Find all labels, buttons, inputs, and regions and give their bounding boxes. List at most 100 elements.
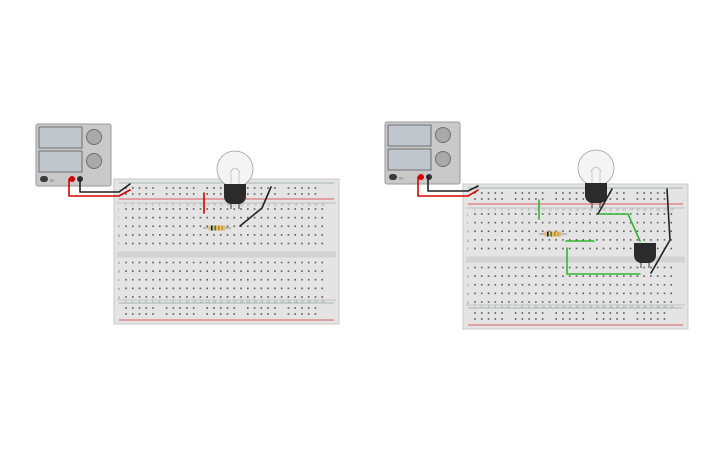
terminal-hole[interactable] [616,247,618,250]
rail-hole[interactable] [314,187,317,189]
terminal-hole[interactable] [280,287,283,290]
terminal-hole[interactable] [280,296,283,298]
terminal-hole[interactable] [480,275,483,277]
terminal-hole[interactable] [663,239,666,241]
rail-hole[interactable] [582,318,585,320]
terminal-hole[interactable] [575,239,578,241]
terminal-hole[interactable] [294,242,296,245]
terminal-hole[interactable] [508,292,510,295]
resistor[interactable] [203,225,231,231]
rail-hole[interactable] [247,307,249,309]
rail-hole[interactable] [582,312,585,314]
terminal-hole[interactable] [663,283,666,286]
terminal-hole[interactable] [582,213,585,215]
terminal-hole[interactable] [307,208,310,210]
terminal-hole[interactable] [616,275,618,277]
terminal-hole[interactable] [206,287,208,290]
terminal-hole[interactable] [656,283,659,286]
terminal-hole[interactable] [650,230,652,233]
terminal-hole[interactable] [260,278,263,281]
terminal-hole[interactable] [487,292,490,295]
rail-hole[interactable] [602,312,605,314]
terminal-hole[interactable] [260,225,263,228]
terminal-hole[interactable] [253,234,256,236]
terminal-hole[interactable] [656,230,659,233]
terminal-hole[interactable] [623,247,625,250]
terminal-hole[interactable] [159,270,161,272]
terminal-hole[interactable] [226,278,229,281]
terminal-hole[interactable] [663,221,666,224]
red-wire[interactable] [417,176,479,197]
terminal-hole[interactable] [643,213,645,215]
terminal-hole[interactable] [233,261,236,264]
terminal-hole[interactable] [159,216,161,219]
rail-hole[interactable] [541,192,544,194]
rail-hole[interactable] [562,198,564,200]
terminal-hole[interactable] [138,261,141,264]
terminal-hole[interactable] [548,239,551,241]
terminal-hole[interactable] [508,283,510,286]
terminal-hole[interactable] [131,287,134,290]
rail-hole[interactable] [541,198,544,200]
terminal-hole[interactable] [213,242,215,245]
terminal-hole[interactable] [629,221,632,224]
rail-hole[interactable] [575,318,578,320]
rail-hole[interactable] [480,312,483,314]
terminal-hole[interactable] [494,266,497,269]
rail-hole[interactable] [528,318,530,320]
terminal-hole[interactable] [294,216,296,219]
terminal-hole[interactable] [650,239,652,241]
terminal-hole[interactable] [226,208,229,210]
terminal-hole[interactable] [152,242,154,245]
rail-hole[interactable] [596,318,598,320]
terminal-hole[interactable] [656,247,659,250]
terminal-hole[interactable] [501,275,503,277]
terminal-hole[interactable] [521,230,524,233]
rail-hole[interactable] [172,313,175,315]
terminal-hole[interactable] [663,213,666,215]
terminal-hole[interactable] [480,239,483,241]
terminal-hole[interactable] [274,287,276,290]
terminal-hole[interactable] [314,287,317,290]
terminal-hole[interactable] [314,242,317,245]
positive-terminal[interactable] [69,176,75,182]
terminal-hole[interactable] [480,230,483,233]
terminal-hole[interactable] [247,270,249,272]
rail-hole[interactable] [179,193,181,195]
terminal-hole[interactable] [528,247,530,250]
rail-hole[interactable] [650,198,652,200]
terminal-hole[interactable] [206,208,208,210]
terminal-hole[interactable] [152,234,154,236]
terminal-hole[interactable] [165,234,168,236]
rail-hole[interactable] [213,193,215,195]
terminal-hole[interactable] [629,247,632,250]
rail-hole[interactable] [663,192,666,194]
terminal-hole[interactable] [219,261,222,264]
rail-hole[interactable] [192,307,195,309]
terminal-hole[interactable] [145,287,148,290]
terminal-hole[interactable] [548,283,551,286]
terminal-hole[interactable] [555,301,557,303]
terminal-hole[interactable] [145,261,148,264]
terminal-hole[interactable] [199,234,202,236]
terminal-hole[interactable] [548,301,551,303]
terminal-hole[interactable] [609,283,612,286]
rail-hole[interactable] [267,313,269,315]
rail-hole[interactable] [582,192,585,194]
terminal-hole[interactable] [219,208,222,210]
terminal-hole[interactable] [280,261,283,264]
terminal-hole[interactable] [226,242,229,245]
terminal-hole[interactable] [501,239,503,241]
terminal-hole[interactable] [596,247,598,250]
rail-hole[interactable] [562,192,564,194]
terminal-hole[interactable] [474,292,476,295]
terminal-hole[interactable] [494,301,497,303]
rail-hole[interactable] [555,192,557,194]
terminal-hole[interactable] [172,287,175,290]
terminal-hole[interactable] [616,239,618,241]
rail-hole[interactable] [487,312,490,314]
terminal-hole[interactable] [609,266,612,269]
terminal-hole[interactable] [629,239,632,241]
terminal-hole[interactable] [541,230,544,233]
terminal-hole[interactable] [623,283,625,286]
